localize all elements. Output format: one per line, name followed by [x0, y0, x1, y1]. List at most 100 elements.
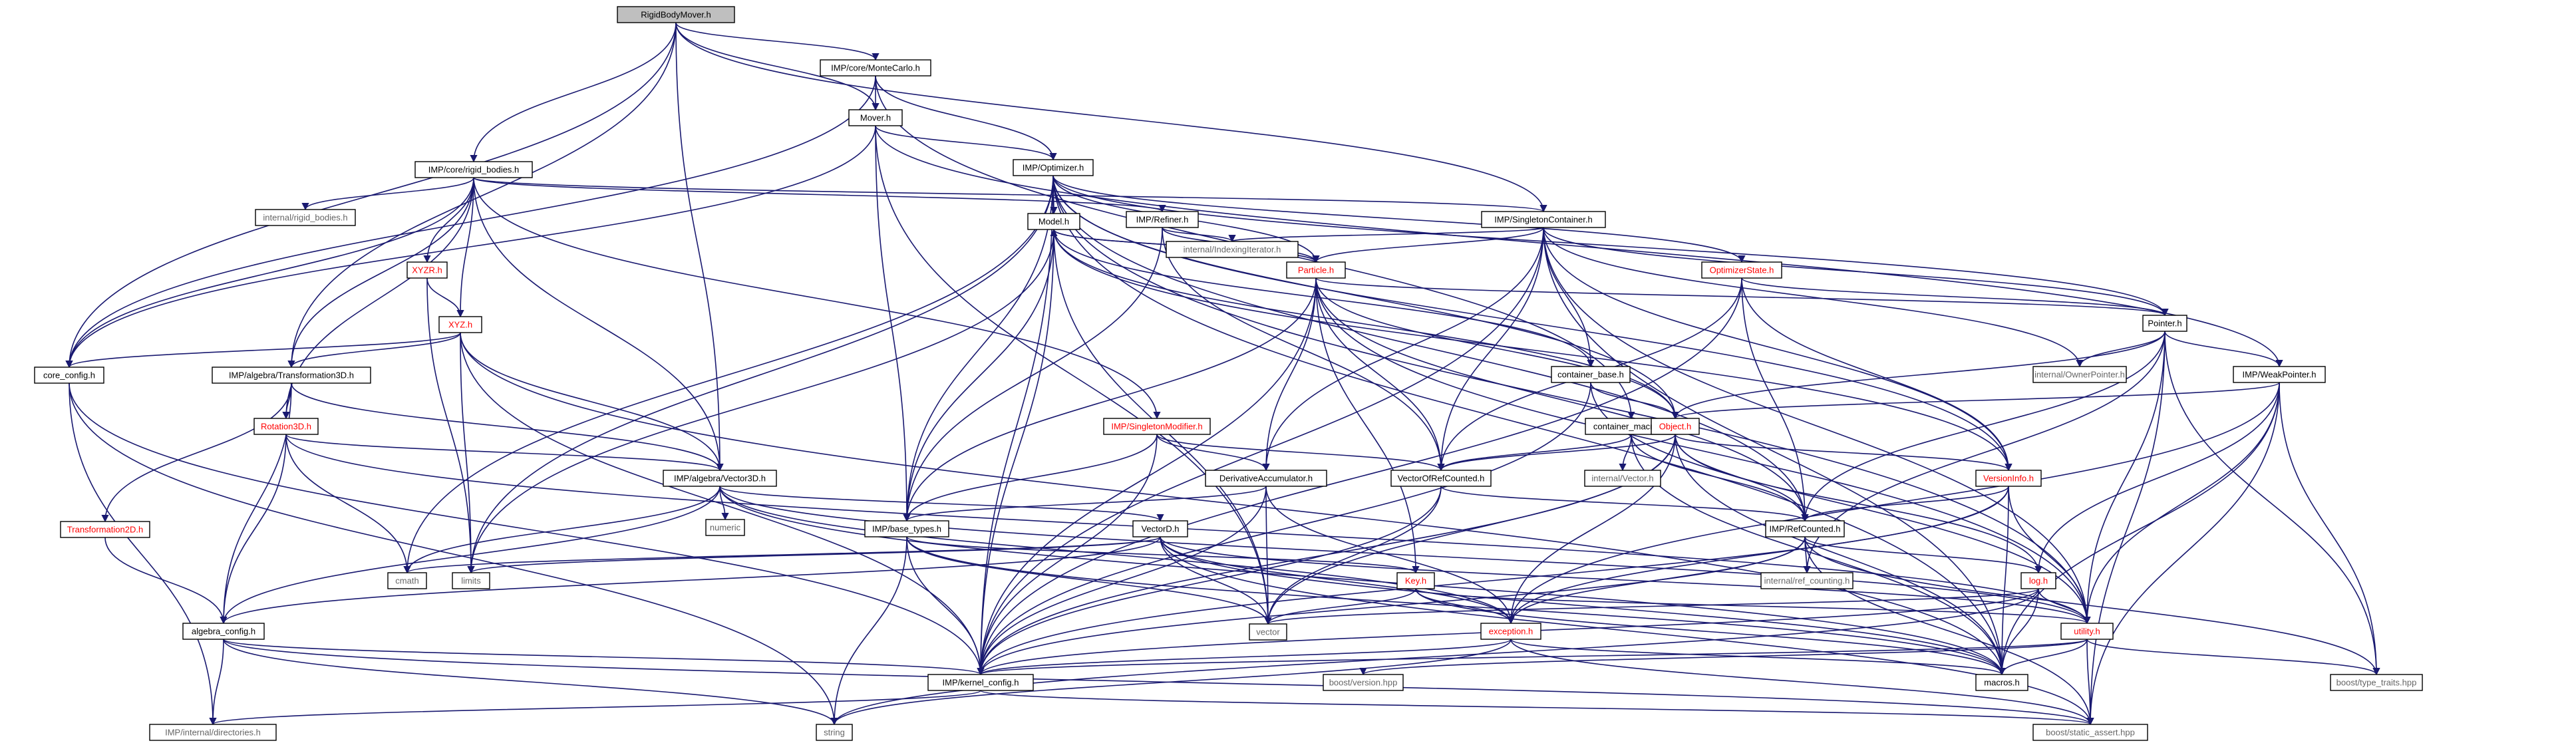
node-internal-directories[interactable]: IMP/internal/directories.h — [149, 724, 277, 741]
edge-optimizer_state-to-pointer — [1741, 277, 2169, 317]
node-limits[interactable]: limits — [452, 572, 490, 589]
node-label: limits — [461, 575, 481, 585]
node-rigid-bodies[interactable]: IMP/core/rigid_bodies.h — [414, 161, 533, 178]
edge-root-to-transformation3d — [287, 22, 677, 369]
node-box — [1765, 520, 1845, 537]
edge-vector_of_refcounted-to-kernel_config — [977, 486, 1442, 676]
node-label: utility.h — [2074, 626, 2100, 636]
node-box — [1975, 470, 2042, 487]
node-internal-vector[interactable]: internal/Vector.h — [1584, 470, 1661, 487]
node-algebra-config[interactable]: algebra_config.h — [182, 623, 265, 640]
node-owner-pointer[interactable]: internal/OwnerPointer.h — [2032, 366, 2127, 383]
edge-exception-to-boost_static_assert — [1510, 639, 2094, 726]
edge-mover-to-base_types — [875, 125, 911, 522]
node-core-config[interactable]: core_config.h — [34, 367, 104, 384]
node-object[interactable]: Object.h — [1651, 418, 1700, 435]
node-optimizer[interactable]: IMP/Optimizer.h — [1013, 159, 1094, 176]
node-ref-counting[interactable]: internal/ref_counting.h — [1760, 572, 1853, 589]
node-transformation2d[interactable]: Transformation2D.h — [60, 521, 150, 538]
node-optimizer-state[interactable]: OptimizerState.h — [1701, 261, 1782, 279]
edge-vector3d-to-vectord — [719, 486, 1164, 522]
node-numeric[interactable]: numeric — [705, 519, 745, 536]
node-string[interactable]: string — [816, 724, 853, 741]
node-label: internal/Vector.h — [1591, 473, 1653, 483]
node-box — [1166, 241, 1299, 258]
edge-log-to-vector — [1264, 588, 2039, 625]
node-internal-rigid[interactable]: internal/rigid_bodies.h — [255, 209, 356, 226]
node-box — [149, 724, 277, 741]
node-label: core_config.h — [43, 370, 95, 380]
node-exception[interactable]: exception.h — [1480, 623, 1541, 640]
node-refiner[interactable]: IMP/Refiner.h — [1126, 211, 1199, 228]
edge-singleton_container-to-pointer — [1543, 227, 2169, 317]
node-base-types[interactable]: IMP/base_types.h — [864, 520, 949, 537]
edge-object-to-version_info — [1675, 434, 2012, 472]
node-mover[interactable]: Mover.h — [848, 109, 903, 126]
node-singleton-modifier[interactable]: IMP/SingletonModifier.h — [1103, 418, 1211, 435]
node-vectord[interactable]: VectorD.h — [1132, 520, 1188, 537]
edge-core_config-to-kernel_config — [69, 382, 985, 676]
node-derivative-acc[interactable]: DerivativeAccumulator.h — [1205, 470, 1327, 487]
node-log[interactable]: log.h — [2020, 572, 2056, 589]
node-label: boost/static_assert.hpp — [2046, 727, 2135, 737]
edge-version_info-to-utility — [2008, 486, 2091, 625]
node-label: OptimizerState.h — [1710, 265, 1774, 275]
node-box — [1027, 213, 1080, 230]
node-singleton-container[interactable]: IMP/SingletonContainer.h — [1481, 211, 1606, 228]
edge-version_info-to-exception — [1507, 486, 2009, 625]
node-box — [1286, 261, 1346, 279]
node-rotation3d[interactable]: Rotation3D.h — [253, 418, 319, 435]
node-label: IMP/kernel_config.h — [943, 677, 1019, 687]
edge-rigid_bodies-to-xyz — [456, 177, 474, 318]
node-key[interactable]: Key.h — [1396, 572, 1435, 589]
node-transformation3d[interactable]: IMP/algebra/Transformation3D.h — [212, 367, 371, 384]
node-refcounted[interactable]: IMP/RefCounted.h — [1765, 520, 1845, 537]
node-weak-pointer[interactable]: IMP/WeakPointer.h — [2233, 366, 2326, 383]
node-box — [816, 724, 853, 741]
edge-container_base-to-kernel_config — [977, 382, 1591, 676]
edge-algebra_config-to-string — [223, 639, 838, 726]
node-montecarlo[interactable]: IMP/core/MonteCarlo.h — [820, 59, 931, 76]
node-label: IMP/core/MonteCarlo.h — [831, 63, 920, 73]
node-boost-static-assert[interactable]: boost/static_assert.hpp — [2032, 724, 2148, 741]
edge-singleton_container-to-indexing_iter — [1228, 227, 1544, 243]
node-boost-type-traits[interactable]: boost/type_traits.hpp — [2330, 674, 2423, 691]
edge-root-to-singleton_container — [675, 22, 1547, 213]
node-xyz[interactable]: XYZ.h — [438, 316, 482, 333]
node-vector[interactable]: vector — [1249, 623, 1287, 641]
node-cmath[interactable]: cmath — [387, 572, 427, 589]
node-version-info[interactable]: VersionInfo.h — [1975, 470, 2042, 487]
node-box — [2233, 366, 2326, 383]
edge-derivative_acc-to-vector — [1264, 486, 1272, 625]
edge-refcounted-to-boost_static_assert — [1804, 536, 2094, 726]
edge-singleton_container-to-vector_of_refcounted — [1437, 227, 1544, 472]
node-xyzr[interactable]: XYZR.h — [406, 261, 448, 279]
edge-model-to-limits — [467, 229, 1054, 574]
node-root[interactable]: RigidBodyMover.h — [617, 6, 735, 23]
node-box — [1396, 572, 1435, 589]
edge-key-to-utility — [1415, 588, 2091, 625]
node-box — [255, 209, 356, 226]
edge-model-to-base_types — [903, 229, 1054, 522]
node-kernel-config[interactable]: IMP/kernel_config.h — [927, 674, 1034, 691]
node-vector-of-refcounted[interactable]: VectorOfRefCounted.h — [1390, 470, 1492, 487]
node-macros[interactable]: macros.h — [1975, 674, 2028, 691]
node-boost-version[interactable]: boost/version.hpp — [1323, 674, 1404, 691]
node-particle[interactable]: Particle.h — [1286, 261, 1346, 279]
edge-version_info-to-kernel_config — [977, 486, 2009, 676]
edge-core_config-to-internal_directories — [69, 382, 217, 726]
node-utility[interactable]: utility.h — [2060, 623, 2114, 640]
node-indexing-iter[interactable]: internal/IndexingIterator.h — [1166, 241, 1299, 258]
node-pointer[interactable]: Pointer.h — [2142, 315, 2187, 332]
edge-particle-to-object — [1315, 277, 1679, 420]
edge-rigid_bodies-to-xyzr — [423, 177, 474, 263]
node-container-base[interactable]: container_base.h — [1551, 366, 1631, 383]
edge-mover-to-weak_pointer — [875, 125, 2283, 368]
edge-mover-to-core_config — [65, 125, 876, 369]
node-model[interactable]: Model.h — [1027, 213, 1080, 230]
edge-algebra_config-to-internal_directories — [209, 639, 224, 726]
node-vector3d[interactable]: IMP/algebra/Vector3D.h — [663, 470, 777, 487]
node-label: container_base.h — [1557, 369, 1624, 379]
edge-optimizer-to-limits — [467, 175, 1054, 574]
edge-optimizer_state-to-refcounted — [1741, 277, 1809, 522]
